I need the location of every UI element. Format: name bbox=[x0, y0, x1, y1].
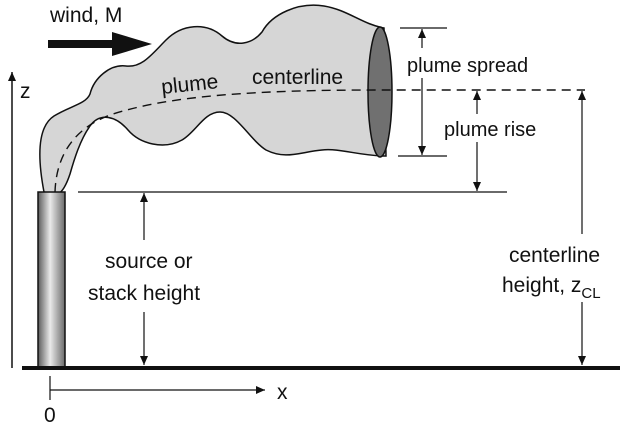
centerline-height-subscript: CL bbox=[581, 285, 600, 302]
plume-rise-label: plume rise bbox=[444, 119, 536, 141]
z-axis-label: z bbox=[20, 80, 31, 103]
centerline-height-text: height, z bbox=[502, 274, 581, 297]
origin-label: 0 bbox=[44, 404, 56, 427]
plume-spread-label: plume spread bbox=[407, 55, 528, 77]
x-axis-label: x bbox=[277, 381, 288, 404]
plume-mouth bbox=[367, 26, 393, 158]
source-label-line2: stack height bbox=[88, 282, 200, 305]
plume-body bbox=[39, 4, 387, 195]
stack bbox=[37, 191, 66, 369]
centerline-height-line2: height, zCL bbox=[502, 274, 601, 302]
ground-line bbox=[22, 366, 620, 370]
centerline-height-line1: centerline bbox=[509, 244, 600, 267]
plume-centerline bbox=[54, 89, 585, 193]
centerline-word: centerline bbox=[252, 66, 343, 89]
wind-arrow bbox=[48, 32, 152, 56]
source-label-line1: source or bbox=[105, 250, 193, 273]
wind-label: wind, M bbox=[49, 4, 122, 27]
